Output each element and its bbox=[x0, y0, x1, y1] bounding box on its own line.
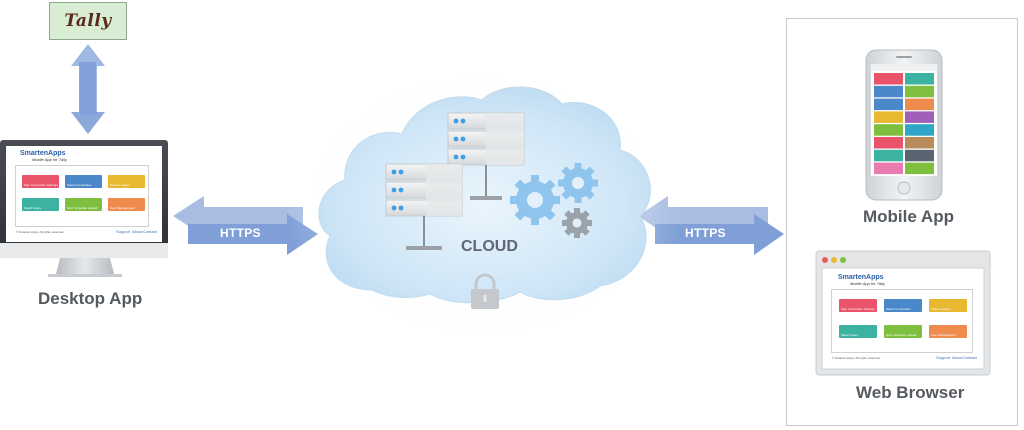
mobile-tile-0[interactable] bbox=[874, 73, 903, 85]
gear-icon-small bbox=[562, 208, 592, 238]
desktop-tile-3[interactable]: Select Users bbox=[22, 198, 59, 211]
server-stack-back bbox=[447, 112, 525, 200]
desktop-link-support[interactable]: Support bbox=[116, 229, 131, 234]
tally-logo: Tally bbox=[64, 11, 112, 31]
browser-footer-note: © Smarten Apps. All rights reserved. bbox=[832, 356, 881, 360]
browser-maximize-dot bbox=[840, 257, 846, 263]
desktop-app-caption: Desktop App bbox=[38, 289, 143, 308]
mobile-tile-10[interactable] bbox=[874, 137, 903, 149]
mobile-tile-6[interactable] bbox=[874, 111, 903, 123]
left-arrow-to-cloud bbox=[188, 214, 318, 255]
desktop-link-about[interactable]: About bbox=[132, 229, 143, 234]
browser-tile-5[interactable]: User Management bbox=[929, 325, 967, 338]
mobile-tile-2[interactable] bbox=[874, 85, 903, 98]
https-label-left: HTTPS bbox=[220, 226, 261, 240]
mobile-tile-12[interactable] bbox=[874, 149, 903, 162]
down-arrow bbox=[71, 62, 105, 134]
mobile-tile-8[interactable] bbox=[874, 124, 903, 136]
browser-tile-0[interactable]: Sign Connection Settings bbox=[839, 299, 877, 312]
browser-link-about[interactable]: About bbox=[952, 355, 963, 360]
browser-link-contact[interactable]: Contact bbox=[963, 355, 977, 360]
mobile-tile-14[interactable] bbox=[874, 162, 903, 175]
left-https-arrows bbox=[173, 196, 318, 255]
desktop-footer-note: © Smarten Apps. All rights reserved. bbox=[16, 230, 65, 234]
browser-brand-sub: Mobile App for Tally bbox=[850, 281, 885, 286]
browser-tile-4[interactable]: Sync Schedule Upload bbox=[884, 325, 922, 338]
server-stack-front bbox=[385, 163, 463, 250]
vertical-sync-arrow bbox=[71, 44, 105, 134]
mobile-tile-3[interactable] bbox=[905, 85, 934, 98]
mobile-tile-5[interactable] bbox=[905, 98, 934, 111]
mobile-tile-15[interactable] bbox=[905, 162, 934, 175]
lock-icon bbox=[471, 273, 499, 309]
browser-tile-1[interactable]: Select Companies bbox=[884, 299, 922, 312]
desktop-tile-2[interactable]: Select Ledgers bbox=[108, 175, 145, 188]
mobile-tile-4[interactable] bbox=[874, 98, 903, 111]
web-browser-caption: Web Browser bbox=[856, 383, 965, 402]
right-arrow-to-cloud bbox=[638, 196, 768, 236]
mobile-tile-13[interactable] bbox=[905, 149, 934, 162]
mobile-tile-grid bbox=[874, 73, 934, 175]
mobile-tile-7[interactable] bbox=[905, 111, 934, 123]
browser-link-support[interactable]: Support bbox=[936, 355, 951, 360]
desktop-tile-4[interactable]: Sync Schedule Upload bbox=[65, 198, 102, 211]
mobile-tile-9[interactable] bbox=[905, 124, 934, 136]
desktop-link-contact[interactable]: Contact bbox=[143, 229, 157, 234]
cloud-shape bbox=[318, 86, 651, 304]
desktop-tile-1[interactable]: Select Companies bbox=[65, 175, 102, 188]
browser-tile-2[interactable]: Select Ledgers bbox=[929, 299, 967, 312]
browser-tile-3[interactable]: Select Users bbox=[839, 325, 877, 338]
https-label-right: HTTPS bbox=[685, 226, 726, 240]
desktop-app-screen: SmartenApps Mobile App for Tally Sign Co… bbox=[10, 148, 158, 240]
browser-tile-panel: Sign Connection Settings Select Companie… bbox=[831, 289, 973, 353]
browser-app-screen: SmartenApps Mobile App for Tally Sign Co… bbox=[826, 272, 980, 366]
desktop-brand-sub: Mobile App for Tally bbox=[32, 157, 67, 162]
gear-icon-large bbox=[510, 175, 560, 225]
browser-brand: SmartenApps bbox=[838, 274, 884, 281]
left-arrow-to-desktop bbox=[173, 196, 303, 236]
desktop-tile-0[interactable]: Sign Connection Settings bbox=[22, 175, 59, 188]
desktop-tile-panel: Sign Connection Settings Select Companie… bbox=[15, 165, 149, 227]
desktop-brand: SmartenApps bbox=[20, 150, 66, 157]
browser-minimize-dot bbox=[831, 257, 837, 263]
mobile-tile-11[interactable] bbox=[905, 137, 934, 149]
gear-icon-medium bbox=[558, 163, 598, 203]
right-https-arrows bbox=[638, 196, 784, 255]
right-arrow-to-clients bbox=[655, 214, 784, 255]
desktop-tile-5[interactable]: User Management bbox=[108, 198, 145, 211]
browser-close-dot bbox=[822, 257, 828, 263]
tally-logo-box: Tally bbox=[49, 2, 127, 40]
cloud-label: CLOUD bbox=[461, 238, 518, 255]
mobile-tile-1[interactable] bbox=[905, 73, 934, 85]
mobile-app-caption: Mobile App bbox=[863, 207, 954, 226]
